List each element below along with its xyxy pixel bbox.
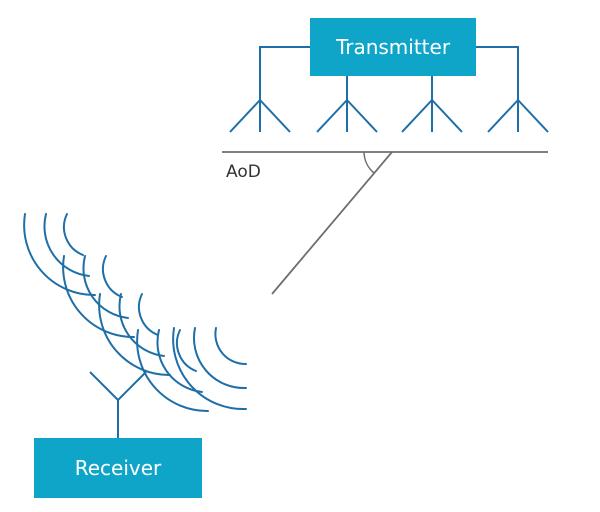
transmitter-box: Transmitter bbox=[310, 18, 476, 76]
wavefront-arc bbox=[98, 293, 171, 377]
transmitter-antenna-2 bbox=[316, 99, 378, 133]
wavefront-arc bbox=[137, 293, 159, 336]
wavefront-arc bbox=[23, 213, 96, 297]
receiver-box: Receiver bbox=[34, 438, 202, 498]
wavefront-arc bbox=[43, 213, 90, 277]
feed-line-left bbox=[259, 46, 310, 100]
wavefront-arc bbox=[118, 293, 165, 357]
transmitter-feed-lines bbox=[259, 46, 519, 100]
transmitter-antenna-1 bbox=[229, 99, 291, 133]
aod-label: AoD bbox=[226, 162, 261, 182]
wavefront-arc bbox=[172, 327, 247, 411]
aod-angle-arc bbox=[363, 151, 375, 174]
feed-line-right bbox=[476, 46, 519, 100]
wavefront-arc bbox=[101, 255, 123, 298]
transmitter-antenna-4 bbox=[487, 99, 549, 133]
wavefront-arc bbox=[62, 213, 84, 256]
wavefront-arc bbox=[156, 329, 203, 393]
wavefronts bbox=[23, 213, 247, 413]
wavefront-arc bbox=[214, 327, 247, 366]
wavefront-arc bbox=[192, 327, 247, 390]
receiver-label: Receiver bbox=[74, 456, 162, 480]
wavefront-arc bbox=[82, 255, 129, 319]
wavefront-arc bbox=[175, 329, 197, 372]
receiver-antenna bbox=[89, 371, 147, 438]
wavefront-arc bbox=[62, 255, 135, 339]
transmitter-antenna-3 bbox=[401, 99, 463, 133]
departure-ray bbox=[271, 151, 393, 295]
transmitter-label: Transmitter bbox=[335, 35, 451, 59]
wavefront-arc bbox=[136, 329, 209, 413]
